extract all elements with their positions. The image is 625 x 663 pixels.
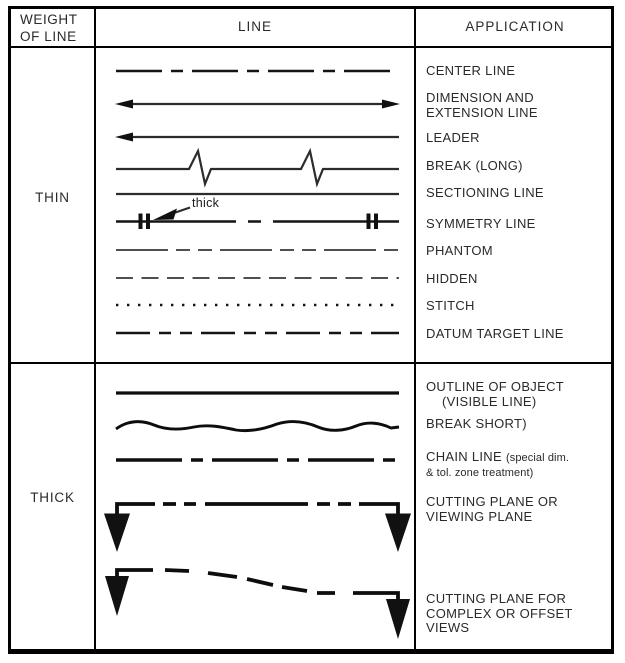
application-label-phantom: PHANTOM: [426, 243, 493, 258]
break-short-sample: [115, 420, 400, 433]
thin-thick-section-divider: [8, 362, 614, 364]
application-label-stitch: STITCH: [426, 298, 475, 313]
symmetry-line-sample: [116, 206, 399, 229]
dimension-extension-line-sample: [115, 99, 400, 109]
application-label-outline-of-object: OUTLINE OF OBJECT (VISIBLE LINE): [426, 379, 565, 409]
cutting-plane-offset-sample: [105, 568, 410, 639]
break-long-sample: [116, 147, 399, 188]
application-label-chain-line: CHAIN LINE(special dim. & tol. zone trea…: [426, 449, 570, 479]
header-row-divider: [8, 46, 614, 48]
application-label-cutting-plane: CUTTING PLANE OR VIEWING PLANE: [426, 494, 558, 524]
column-divider-application: [414, 6, 416, 654]
leader-line-sample: [115, 132, 399, 142]
application-label-center-line: CENTER LINE: [426, 63, 516, 78]
weight-label-thin: THIN: [35, 190, 70, 205]
thick-annotation-arrow: [153, 206, 191, 220]
application-label-break-short: BREAK SHORT): [426, 416, 527, 431]
header-weight-of-line: WEIGHT OF LINE: [20, 12, 78, 44]
weight-label-thick: THICK: [30, 490, 75, 505]
header-application: APPLICATION: [465, 19, 565, 34]
application-label-cutting-plane-offset: CUTTING PLANE FOR COMPLEX OR OFFSET VIEW…: [426, 591, 573, 635]
application-label-leader: LEADER: [426, 130, 480, 145]
application-label-sectioning-line: SECTIONING LINE: [426, 185, 544, 200]
application-label-datum-target-line: DATUM TARGET LINE: [426, 326, 564, 341]
application-label-hidden: HIDDEN: [426, 271, 478, 286]
thick-annotation-label: thick: [192, 196, 220, 210]
table-outer-border: [8, 6, 614, 654]
cutting-plane-sample: [104, 502, 411, 552]
header-line: LINE: [237, 19, 272, 34]
application-label-dimension-extension: DIMENSION AND EXTENSION LINE: [426, 90, 538, 120]
application-label-break-long: BREAK (LONG): [426, 158, 523, 173]
application-label-symmetry-line: SYMMETRY LINE: [426, 216, 536, 231]
column-divider-weight: [94, 6, 96, 654]
